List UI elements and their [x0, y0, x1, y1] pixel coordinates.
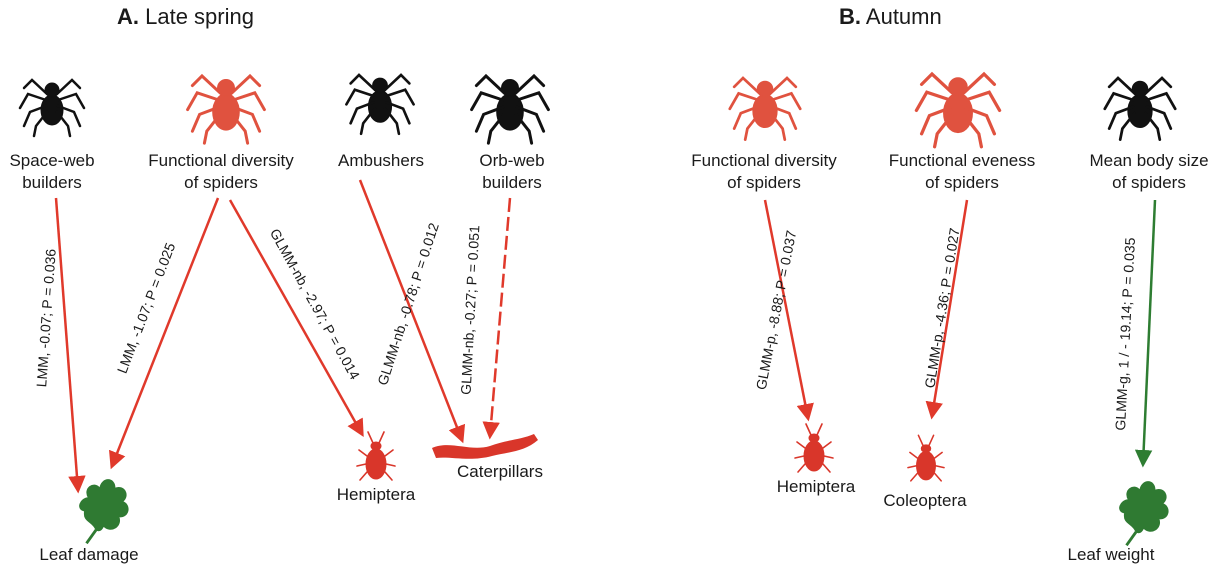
ambusher-spider-icon — [346, 75, 413, 134]
target-caterpillars: Caterpillars — [444, 461, 556, 483]
source-body-size: Mean body size of spiders — [1074, 150, 1224, 194]
panel-a-title-text: Late spring — [145, 4, 254, 29]
source-space-web-line1: Space-web — [0, 150, 104, 172]
arrow-b-3 — [1143, 200, 1155, 464]
arrow-a-5 — [490, 198, 510, 436]
source-functional-evenness-line2: of spiders — [874, 172, 1050, 194]
source-functional-evenness: Functional eveness of spiders — [874, 150, 1050, 194]
source-space-web-line2: builders — [0, 172, 104, 194]
source-orb-web-line1: Orb-web — [460, 150, 564, 172]
panel-b-title: B. Autumn — [839, 4, 942, 30]
source-body-size-line2: of spiders — [1074, 172, 1224, 194]
functional-diversity-spider-icon — [188, 76, 265, 143]
source-functional-diversity-a-line1: Functional diversity — [130, 150, 312, 172]
source-orb-web: Orb-web builders — [460, 150, 564, 194]
target-hemiptera-a: Hemiptera — [326, 484, 426, 506]
panel-b-title-text: Autumn — [866, 4, 942, 29]
panel-b-letter: B. — [839, 4, 861, 29]
target-coleoptera: Coleoptera — [870, 490, 980, 512]
hemiptera-a-icon — [357, 432, 395, 480]
leaf-weight-icon — [1120, 482, 1168, 546]
hemiptera-b-icon — [795, 424, 833, 472]
leaf-damage-icon — [80, 480, 128, 544]
target-hemiptera-b: Hemiptera — [766, 476, 866, 498]
caterpillar-icon — [432, 434, 538, 459]
target-leaf-damage: Leaf damage — [24, 544, 154, 566]
source-functional-diversity-b-line2: of spiders — [673, 172, 855, 194]
orb-web-spider-icon — [472, 76, 549, 143]
arrow-a-3 — [230, 200, 362, 434]
source-functional-diversity-a-line2: of spiders — [130, 172, 312, 194]
target-leaf-weight: Leaf weight — [1056, 544, 1166, 566]
source-orb-web-line2: builders — [460, 172, 564, 194]
functional-evenness-spider-icon — [916, 74, 999, 147]
body-size-spider-icon — [1105, 78, 1175, 140]
source-functional-diversity-a: Functional diversity of spiders — [130, 150, 312, 194]
space-web-spider-icon — [20, 80, 84, 136]
functional-diversity-spider-b-icon — [730, 78, 800, 140]
source-functional-diversity-b-line1: Functional diversity — [673, 150, 855, 172]
source-functional-evenness-line1: Functional eveness — [874, 150, 1050, 172]
source-ambushers: Ambushers — [330, 150, 432, 172]
source-functional-diversity-b: Functional diversity of spiders — [673, 150, 855, 194]
source-ambushers-line1: Ambushers — [330, 150, 432, 172]
coleoptera-icon — [908, 435, 944, 481]
source-space-web: Space-web builders — [0, 150, 104, 194]
source-body-size-line1: Mean body size — [1074, 150, 1224, 172]
panel-a-letter: A. — [117, 4, 139, 29]
panel-a-title: A. Late spring — [117, 4, 254, 30]
